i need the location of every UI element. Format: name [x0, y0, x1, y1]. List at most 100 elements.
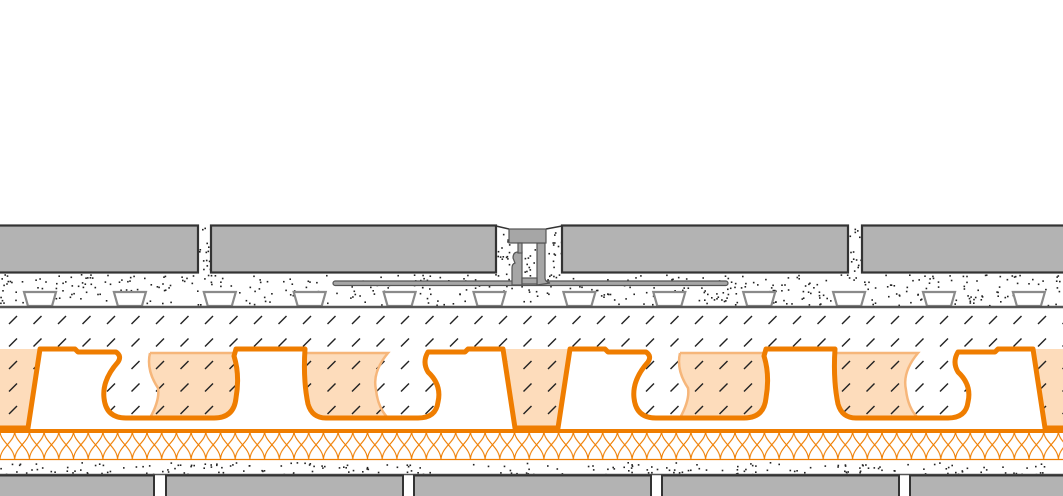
mortar-dot — [183, 472, 186, 474]
mortar-dot — [579, 286, 581, 288]
mortar-dot — [548, 293, 550, 296]
mortar-dot — [819, 297, 821, 299]
mortar-dot — [1026, 467, 1028, 469]
mortar-dot — [506, 285, 508, 288]
mortar-dot — [687, 469, 690, 472]
mortar-dot — [120, 289, 122, 292]
mortar-dot — [920, 299, 922, 301]
mortar-dot — [734, 286, 736, 289]
mortar-dot — [857, 230, 859, 232]
mortar-dot — [920, 298, 923, 301]
mortar-dot — [853, 279, 855, 281]
mortar-dot — [291, 283, 294, 285]
mortar-dot — [740, 287, 743, 289]
mortar-dot — [807, 291, 810, 293]
mortar-dot — [652, 303, 654, 306]
mortar-dot — [1015, 472, 1018, 475]
mortar-dot — [736, 469, 739, 471]
mortar-dot — [592, 465, 594, 467]
mortar-dot — [704, 290, 706, 292]
mortar-dot — [62, 290, 64, 292]
mortar-dot — [840, 274, 843, 276]
mortar-dot — [932, 275, 934, 278]
mortar-dot — [865, 464, 867, 466]
mortar-dot — [945, 468, 948, 470]
mortar-dot — [702, 277, 704, 279]
anchor-bump — [921, 290, 957, 308]
mortar-dot — [859, 236, 861, 239]
mortar-dot — [727, 288, 729, 291]
mortar-dot — [784, 284, 786, 286]
mortar-dot — [837, 464, 840, 467]
mortar-dot — [1019, 274, 1021, 277]
mortar-dot — [587, 465, 590, 468]
mortar-dot — [595, 289, 598, 292]
mortar-dot — [170, 462, 173, 464]
mortar-dot — [947, 466, 950, 469]
mortar-dot — [997, 291, 999, 294]
mortar-dot — [804, 471, 806, 474]
mortar-dot — [9, 280, 12, 283]
anchor-bump — [741, 290, 777, 308]
mortar-dot — [508, 278, 510, 281]
top-tile — [860, 224, 1063, 274]
mortar-dot — [87, 277, 89, 279]
mortar-dot — [18, 464, 21, 467]
mortar-dot — [505, 256, 508, 259]
mortar-dot — [550, 285, 552, 288]
mortar-dot — [705, 469, 708, 471]
mortar-dot — [553, 253, 556, 255]
mortar-dot — [229, 465, 232, 467]
mortar-dot — [796, 276, 799, 279]
mortar-dot — [668, 469, 671, 472]
mortar-dot — [15, 291, 17, 293]
mortar-dot — [966, 275, 968, 278]
mortar-dot — [148, 465, 151, 467]
mortar-dot — [854, 231, 857, 234]
mortar-dot — [283, 280, 285, 283]
mortar-dot — [503, 465, 506, 468]
mortar-dot — [84, 283, 87, 285]
mortar-dot — [463, 278, 465, 280]
mortar-dot — [770, 287, 773, 289]
mortar-dot — [190, 464, 193, 467]
mortar-dot — [969, 300, 972, 303]
anchor-bump — [1011, 290, 1047, 308]
mortar-dot — [873, 467, 876, 469]
mortar-dot — [609, 293, 612, 296]
mortar-dot — [167, 471, 170, 473]
mortar-dot — [985, 274, 988, 276]
mortar-dot — [230, 285, 233, 287]
mortar-dot — [308, 464, 311, 466]
mortar-dot — [846, 274, 849, 276]
membrane-layer — [0, 308, 1063, 431]
mortar-dot — [645, 291, 648, 294]
mortar-dot — [203, 467, 205, 469]
mortar-dot — [89, 277, 92, 279]
mortar-dot — [977, 289, 979, 292]
mortar-dot — [99, 293, 101, 296]
mortar-dot — [45, 281, 47, 283]
mortar-dot — [707, 293, 709, 296]
mortar-dot — [810, 292, 812, 295]
mortar-dot — [951, 464, 953, 467]
mortar-dot — [324, 465, 326, 468]
mortar-dot — [629, 286, 631, 289]
mortar-dot — [164, 289, 167, 291]
mortar-dot — [917, 294, 919, 296]
mortar-dot — [35, 463, 38, 465]
mortar-dot — [1043, 466, 1046, 468]
mortar-dot — [136, 288, 139, 291]
mortar-dot — [25, 472, 28, 474]
mortar-dot — [316, 281, 318, 284]
mortar-dot — [844, 464, 847, 466]
mortar-dot — [745, 468, 747, 471]
mortar-dot — [307, 280, 310, 283]
mortar-dot — [364, 301, 366, 303]
mortar-dot — [56, 282, 58, 285]
mortar-dot — [772, 284, 774, 287]
mortar-dot — [419, 467, 421, 469]
mortar-dot — [36, 468, 39, 471]
mortar-dot — [430, 293, 432, 296]
